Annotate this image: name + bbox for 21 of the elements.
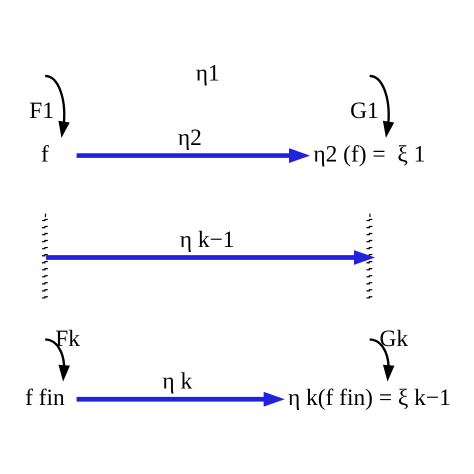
edge-label: F1 [29,98,54,124]
arrow [45,338,70,382]
edge-label: G1 [350,98,379,124]
edge-label: Gk [379,326,408,352]
label: η1 [196,60,220,87]
node-bar [42,214,48,302]
arrow [369,74,394,138]
arrow [76,148,310,163]
node-bar [366,214,372,302]
edge-label: η2 [178,125,202,152]
arrow [370,338,394,382]
node-text: η2 (f) = ξ 1 [313,141,426,168]
arrow [46,250,376,265]
node-text: f fin [25,385,65,412]
node-text: f [41,141,49,168]
node-text: η k(f fin) = ξ k−1 [288,385,451,412]
edge-label: Fk [55,326,80,352]
arrow [76,392,285,407]
edge-label: η k [162,368,192,395]
arrow [45,74,70,138]
edge-label: η k−1 [180,226,234,253]
